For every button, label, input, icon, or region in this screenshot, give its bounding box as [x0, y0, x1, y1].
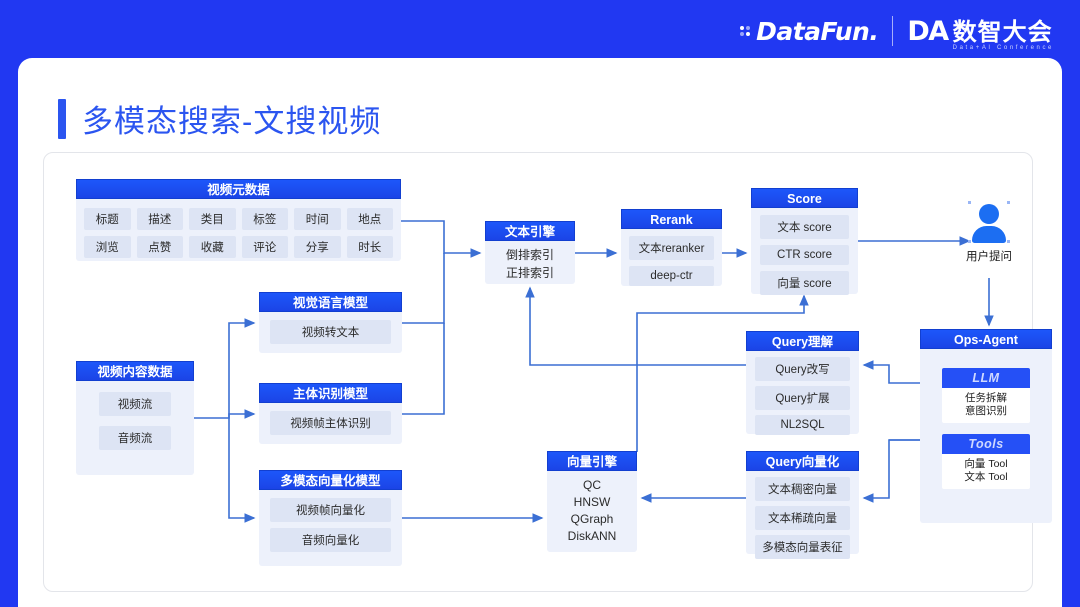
metadata-tag[interactable]: 收藏 — [189, 236, 236, 258]
list-item[interactable]: 视频流 — [99, 392, 171, 416]
list-item[interactable]: 视频帧向量化 — [270, 498, 391, 522]
node-subject-header: 主体识别模型 — [259, 383, 402, 403]
node-ops-agent[interactable]: Ops-Agent LLM 任务拆解 意图识别 Tools 向量 Tool 文本… — [920, 329, 1052, 523]
user-label: 用户提问 — [966, 251, 1012, 263]
list-item[interactable]: QGraph — [570, 512, 614, 526]
da-wordmark: DA — [907, 15, 949, 47]
list-item[interactable]: CTR score — [760, 245, 849, 265]
title-accent-bar — [58, 98, 66, 139]
list-item[interactable]: 多模态向量表征 — [755, 535, 850, 559]
query-vectorization-items: 文本稠密向量 文本稀疏向量 多模态向量表征 — [746, 472, 859, 567]
metadata-tag[interactable]: 标题 — [84, 208, 131, 230]
node-video-metadata-header: 视频元数据 — [76, 179, 401, 199]
list-item[interactable]: NL2SQL — [755, 415, 850, 435]
list-item[interactable]: Query扩展 — [755, 386, 850, 410]
brand-divider — [892, 16, 894, 46]
metadata-tag[interactable]: 时长 — [346, 236, 393, 258]
metadata-tag[interactable]: 时间 — [294, 208, 341, 230]
da-subtitle: Data+AI Conference — [952, 44, 1054, 51]
list-item[interactable]: 文本稠密向量 — [755, 477, 850, 501]
rerank-items: 文本reranker deep-ctr — [621, 230, 722, 294]
video-content-items: 视频流 音频流 — [76, 382, 194, 460]
ops-agent-items: LLM 任务拆解 意图识别 Tools 向量 Tool 文本 Tool — [920, 350, 1052, 499]
metadata-tag[interactable]: 标签 — [241, 208, 288, 230]
datafun-logo: DataFun. — [740, 16, 879, 46]
metadata-tag[interactable]: 浏览 — [84, 236, 131, 258]
da-chinese-name: 数智大会 — [952, 18, 1053, 46]
list-item[interactable]: 音频向量化 — [270, 528, 391, 552]
page-title: 多模态搜索-文搜视频 — [82, 104, 382, 139]
tools-header: Tools — [942, 434, 1030, 454]
datafun-dots-icon — [740, 26, 751, 36]
node-vision-language-model[interactable]: 视觉语言模型 视频转文本 — [259, 292, 402, 353]
metadata-tag[interactable]: 点赞 — [136, 236, 183, 258]
brand-bar: DataFun. DA 数智大会 Data+AI Conference — [0, 0, 1080, 62]
list-item[interactable]: 向量 score — [760, 271, 849, 295]
datafun-wordmark: DataFun. — [756, 16, 879, 46]
slide-title-row: 多模态搜索-文搜视频 — [58, 96, 381, 141]
list-item[interactable]: 音频流 — [99, 426, 171, 450]
node-query-understanding-header: Query理解 — [746, 331, 859, 351]
da-conference-logo: DA 数智大会 Data+AI Conference — [907, 12, 1054, 51]
node-user[interactable]: 用户提问 — [950, 201, 1028, 264]
node-mmv-header: 多模态向量化模型 — [259, 470, 402, 490]
list-item[interactable]: QC — [583, 478, 601, 492]
list-item[interactable]: deep-ctr — [629, 266, 714, 286]
architecture-diagram: 视频元数据 标题 描述 类目 标签 时间 地点 浏览 点赞 收藏 评论 分享 时… — [43, 152, 1052, 592]
node-score[interactable]: Score 文本 score CTR score 向量 score — [751, 188, 858, 295]
brand-logos: DataFun. DA 数智大会 Data+AI Conference — [740, 12, 1054, 51]
text-engine-items: 倒排索引 正排索引 — [485, 242, 575, 288]
metadata-tag[interactable]: 类目 — [189, 208, 236, 230]
ops-agent-tools-box[interactable]: Tools 向量 Tool 文本 Tool — [942, 434, 1030, 489]
node-vector-engine[interactable]: 向量引擎 QC HNSW QGraph DiskANN — [547, 451, 637, 552]
video-metadata-tag-grid: 标题 描述 类目 标签 时间 地点 浏览 点赞 收藏 评论 分享 时长 — [76, 200, 401, 266]
list-item[interactable]: 视频转文本 — [270, 320, 391, 344]
node-text-engine[interactable]: 文本引擎 倒排索引 正排索引 — [485, 221, 575, 284]
ops-agent-llm-box[interactable]: LLM 任务拆解 意图识别 — [942, 368, 1030, 423]
list-item[interactable]: 正排索引 — [505, 266, 554, 280]
list-item[interactable]: 文本稀疏向量 — [755, 506, 850, 530]
node-subject-recognition-model[interactable]: 主体识别模型 视频帧主体识别 — [259, 383, 402, 444]
list-item[interactable]: Query改写 — [755, 357, 850, 381]
node-rerank-header: Rerank — [621, 209, 722, 229]
da-chinese-stack: 数智大会 Data+AI Conference — [953, 12, 1054, 51]
subject-items: 视频帧主体识别 — [259, 404, 402, 444]
node-vector-engine-header: 向量引擎 — [547, 451, 637, 471]
node-vlm-header: 视觉语言模型 — [259, 292, 402, 312]
list-item[interactable]: DiskANN — [567, 529, 617, 543]
mmv-items: 视频帧向量化 音频向量化 — [259, 491, 402, 561]
user-icon — [968, 201, 1010, 243]
metadata-tag[interactable]: 描述 — [136, 208, 183, 230]
list-item[interactable]: 倒排索引 — [505, 248, 554, 262]
node-ops-agent-header: Ops-Agent — [920, 329, 1052, 349]
llm-body: 任务拆解 意图识别 — [965, 392, 1007, 417]
metadata-tag[interactable]: 分享 — [294, 236, 341, 258]
node-query-vectorization-header: Query向量化 — [746, 451, 859, 471]
list-item[interactable]: HNSW — [573, 495, 611, 509]
node-video-content-data[interactable]: 视频内容数据 视频流 音频流 — [76, 361, 194, 475]
node-video-content-header: 视频内容数据 — [76, 361, 194, 381]
score-items: 文本 score CTR score 向量 score — [751, 209, 858, 303]
node-rerank[interactable]: Rerank 文本reranker deep-ctr — [621, 209, 722, 286]
slide-card: 多模态搜索-文搜视频 — [18, 58, 1062, 607]
metadata-tag[interactable]: 地点 — [346, 208, 393, 230]
tools-body: 向量 Tool 文本 Tool — [964, 458, 1008, 483]
vlm-items: 视频转文本 — [259, 313, 402, 353]
list-item[interactable]: 文本reranker — [629, 236, 714, 260]
node-text-engine-header: 文本引擎 — [485, 221, 575, 241]
list-item[interactable]: 视频帧主体识别 — [270, 411, 391, 435]
node-video-metadata[interactable]: 视频元数据 标题 描述 类目 标签 时间 地点 浏览 点赞 收藏 评论 分享 时… — [76, 179, 401, 261]
node-query-vectorization[interactable]: Query向量化 文本稠密向量 文本稀疏向量 多模态向量表征 — [746, 451, 859, 559]
query-understanding-items: Query改写 Query扩展 NL2SQL — [746, 352, 859, 443]
node-query-understanding[interactable]: Query理解 Query改写 Query扩展 NL2SQL — [746, 331, 859, 435]
node-score-header: Score — [751, 188, 858, 208]
metadata-tag[interactable]: 评论 — [241, 236, 288, 258]
node-multimodal-vector-model[interactable]: 多模态向量化模型 视频帧向量化 音频向量化 — [259, 470, 402, 566]
list-item[interactable]: 文本 score — [760, 215, 849, 239]
llm-header: LLM — [942, 368, 1030, 388]
vector-engine-items: QC HNSW QGraph DiskANN — [547, 472, 637, 551]
